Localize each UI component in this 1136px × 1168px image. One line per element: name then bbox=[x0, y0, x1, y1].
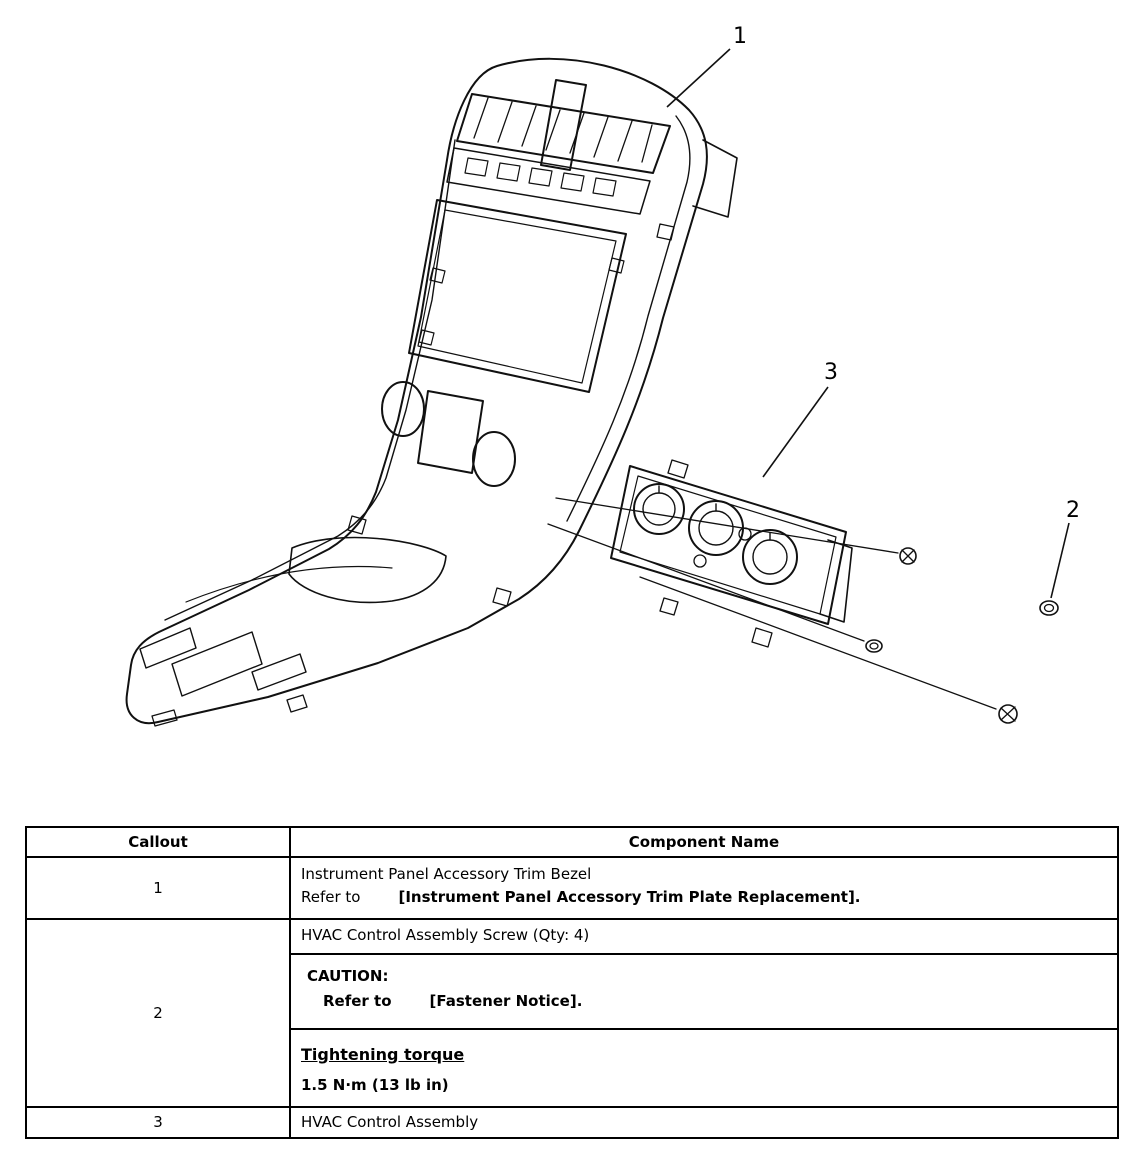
exploded-diagram-svg: 1 3 2 bbox=[125, 24, 1080, 727]
torque-title: Tightening torque bbox=[301, 1044, 465, 1064]
callout-2-cell: 2 bbox=[27, 920, 291, 1106]
torque-value: 1.5 N·m (13 lb in) bbox=[301, 1075, 449, 1094]
table-row-2: 2 HVAC Control Assembly Screw (Qty: 4) C… bbox=[27, 920, 1117, 1108]
caution-refer-line: Refer to [Fastener Notice]. bbox=[307, 991, 1107, 1013]
caution-link-text: [Fastener Notice]. bbox=[429, 991, 583, 1010]
screw-icon bbox=[998, 704, 1018, 724]
component-1-cell: Instrument Panel Accessory Trim Bezel Re… bbox=[291, 858, 1117, 918]
trim-bezel-drawing bbox=[125, 57, 738, 727]
table-row-3: 3 HVAC Control Assembly bbox=[27, 1107, 1117, 1138]
component-2-name: HVAC Control Assembly Screw (Qty: 4) bbox=[301, 926, 590, 944]
callout-1-label: 1 bbox=[733, 24, 747, 49]
refer-link-text: [Instrument Panel Accessory Trim Plate R… bbox=[398, 887, 861, 906]
caution-section: CAUTION: Refer to [Fastener Notice]. bbox=[291, 955, 1117, 1030]
component-1-name: Instrument Panel Accessory Trim Bezel bbox=[301, 865, 592, 883]
screw-hardware-drawing bbox=[547, 497, 1059, 724]
callout-labels: 1 3 2 bbox=[666, 24, 1080, 599]
component-3-name: HVAC Control Assembly bbox=[301, 1112, 479, 1131]
screw-icon bbox=[899, 547, 917, 565]
screw-name-section: HVAC Control Assembly Screw (Qty: 4) bbox=[291, 920, 1117, 955]
callout-column-header: Callout bbox=[27, 828, 291, 856]
table-row-1: 1 Instrument Panel Accessory Trim Bezel … bbox=[27, 858, 1117, 920]
caution-title: CAUTION: bbox=[307, 967, 389, 985]
callout-2-label: 2 bbox=[1066, 498, 1080, 523]
exploded-view-figure: 1 3 2 bbox=[125, 24, 1080, 727]
component-name-column-header: Component Name bbox=[628, 833, 780, 851]
component-1-refer-line: Refer to [Instrument Panel Accessory Trim… bbox=[301, 886, 1107, 909]
callout-1-cell: 1 bbox=[27, 858, 291, 918]
callout-3-cell: 3 bbox=[27, 1107, 291, 1137]
component-table: Callout Component Name 1 Instrument Pane… bbox=[25, 826, 1119, 1139]
callout-3-label: 3 bbox=[824, 360, 838, 385]
table-header-row: Callout Component Name bbox=[27, 828, 1117, 858]
refer-to-text: Refer to bbox=[301, 887, 361, 906]
caution-refer-text: Refer to bbox=[323, 991, 392, 1010]
component-2-cell: HVAC Control Assembly Screw (Qty: 4) CAU… bbox=[291, 920, 1117, 1106]
component-3-cell: HVAC Control Assembly bbox=[291, 1108, 1117, 1138]
hvac-control-assembly-drawing bbox=[610, 459, 853, 648]
torque-section: Tightening torque 1.5 N·m (13 lb in) bbox=[291, 1030, 1117, 1106]
